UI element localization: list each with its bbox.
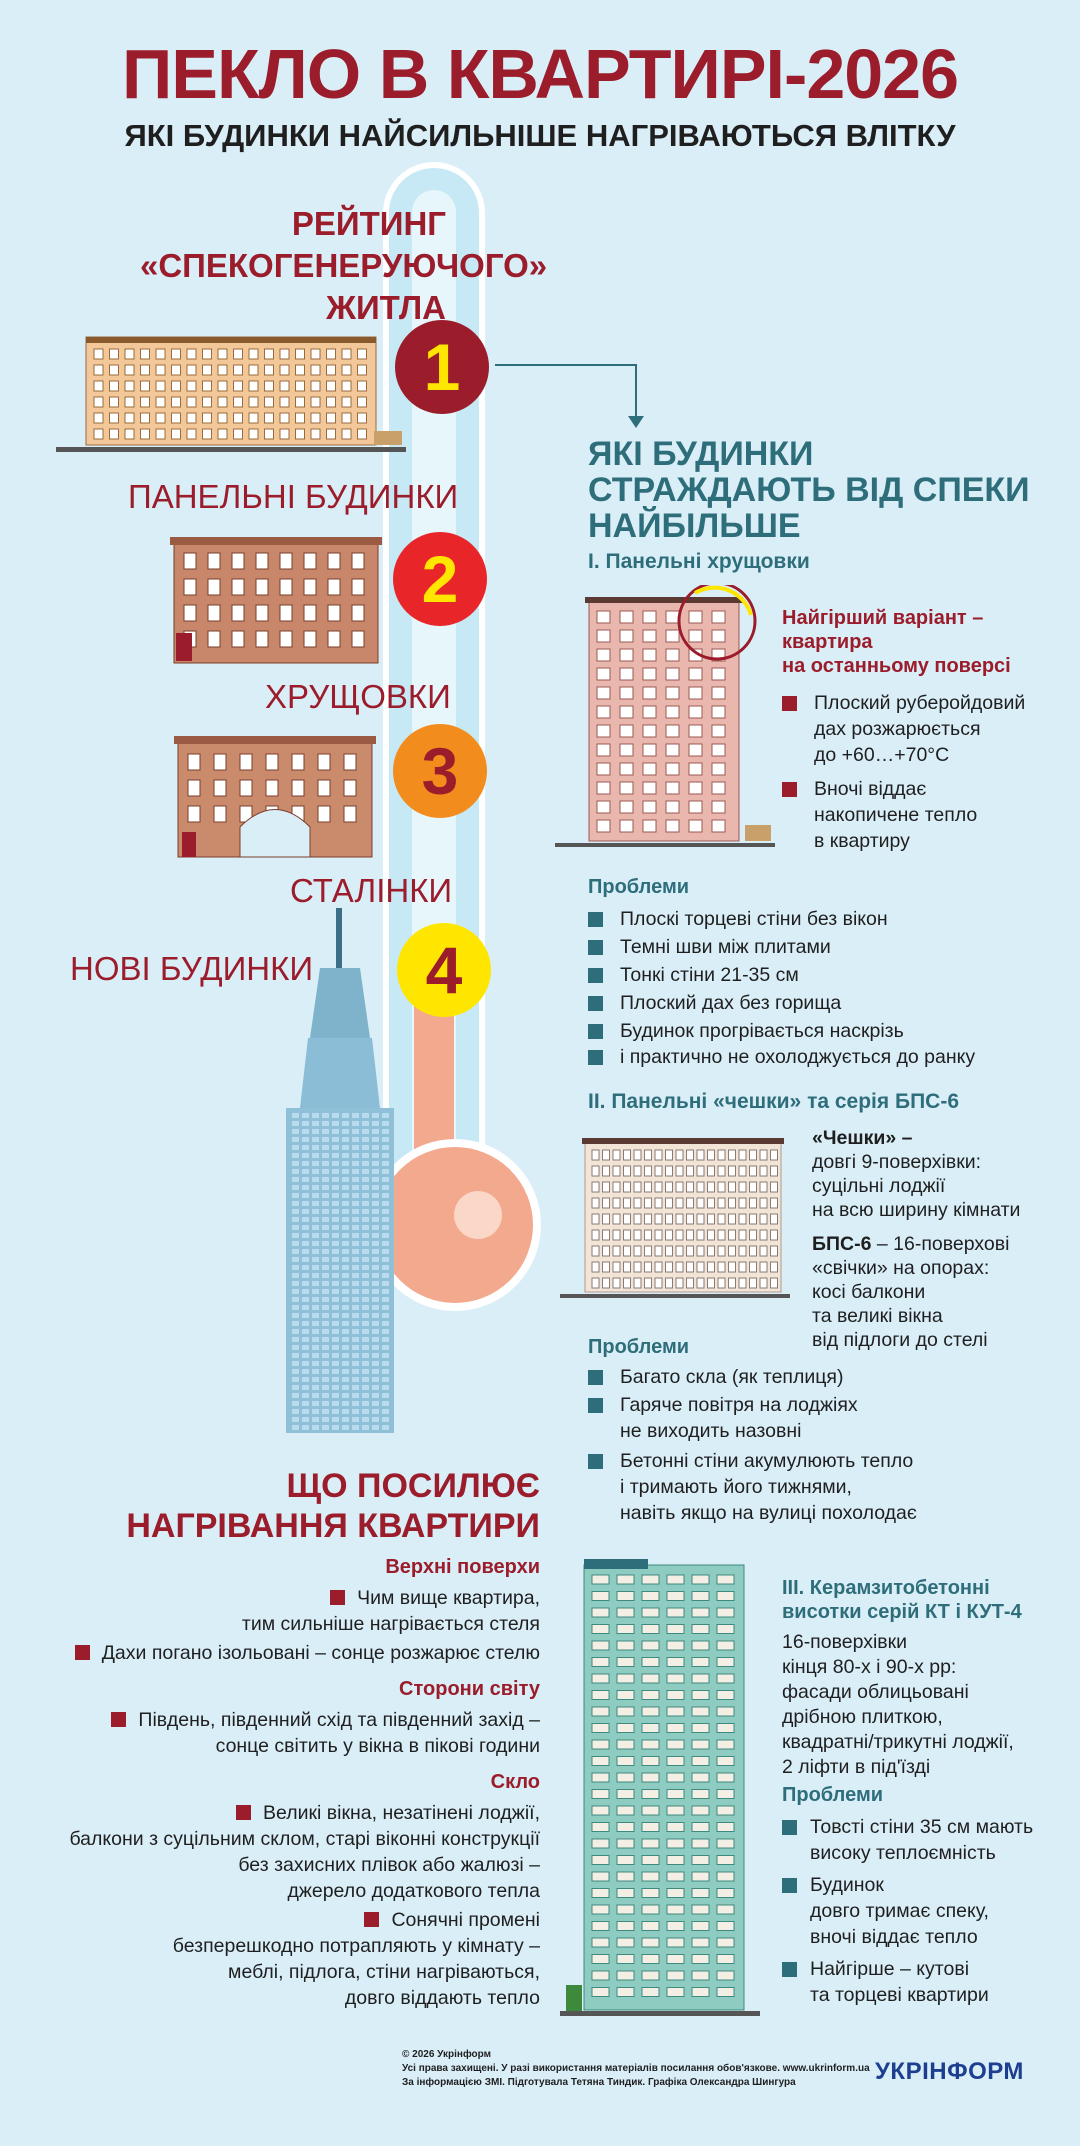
heating-heading: ЩО ПОСИЛЮЄ НАГРІВАННЯ КВАРТИРИ: [126, 1467, 540, 1545]
panel-building-illustration: [56, 336, 406, 452]
skyscraper-illustration: [286, 908, 394, 1433]
kt-highrise-illustration: [560, 1559, 760, 2016]
list-item: Тонкі стіни 21-35 см: [588, 962, 1058, 988]
section-1-problems-title: Проблеми: [588, 876, 690, 898]
rank-label-4: НОВІ БУДИНКИ: [70, 950, 314, 987]
section-2-title: II. Панельні «чешки» та серія БПС-6: [588, 1090, 959, 1113]
list-item: Темні шви між плитами: [588, 934, 1058, 960]
rank-badge-2: 2: [393, 532, 487, 626]
list-item: Плоский дах без горища: [588, 990, 1058, 1016]
section-1-facts: Плоский руберойдовий дах розжарюється до…: [782, 690, 1025, 854]
page-title: ПЕКЛО В КВАРТИРІ-2026: [121, 35, 959, 113]
rank-label-1: ПАНЕЛЬНІ БУДИНКИ: [128, 478, 459, 515]
rank-label-2: ХРУЩОВКИ: [265, 678, 451, 715]
rank-badge-1: 1: [395, 320, 489, 414]
heating-factors: Верхні поверхи Чим вище квартира, тим си…: [69, 1556, 540, 2009]
khrushchovka-building-illustration: [170, 537, 382, 664]
rank-badge-3: 3: [393, 724, 487, 818]
panel-khrushchovka-illustration: [555, 585, 775, 847]
stalinka-building-illustration: [174, 736, 376, 858]
section-3-description: 16-поверхівки кінця 80-х і 90-х рр: фаса…: [782, 1631, 1014, 1778]
section-2-problems: Багато скла (як теплиця) Гаряче повітря …: [588, 1364, 1058, 1526]
list-item: Будинок прогрівається наскрізь: [588, 1018, 1058, 1044]
cheshka-building-illustration: [560, 1138, 790, 1298]
page-subtitle: ЯКІ БУДИНКИ НАЙСИЛЬНІШЕ НАГРІВАЮТЬСЯ ВЛІ…: [124, 118, 956, 153]
rating-heading: РЕЙТИНГ «СПЕКОГЕНЕРУЮЧОГО» ЖИТЛА: [140, 205, 548, 326]
worst-case-note: Найгірший варіант – квартира на останньо…: [782, 607, 1011, 677]
section-1-problems: Плоскі торцеві стіни без вікон Темні шви…: [588, 906, 1058, 1072]
ukrinform-logo: УКРІНФОРМ: [875, 2058, 1024, 2085]
section-2-description: «Чешки» – довгі 9-поверхівки: суцільні л…: [812, 1127, 1021, 1351]
rank-badge-4: 4: [397, 923, 491, 1017]
section-3-title: III. Керамзитобетонні висотки серій КТ і…: [782, 1577, 1022, 1623]
footer-credits: © 2026 Укрінформ Усі права захищені. У р…: [402, 2049, 870, 2088]
rank-label-3: СТАЛІНКИ: [290, 872, 453, 909]
section-3-problems: Товсті стіни 35 см мають високу теплоємн…: [782, 1814, 1072, 2008]
list-item: Плоскі торцеві стіни без вікон: [588, 906, 1058, 932]
section-2-problems-title: Проблеми: [588, 1336, 690, 1358]
section-3-problems-title: Проблеми: [782, 1784, 884, 1806]
list-item-continuation: і практично не охолоджується до ранку: [588, 1044, 1058, 1070]
section-1-title: I. Панельні хрущовки: [588, 550, 810, 573]
suffer-heading: ЯКІ БУДИНКИ СТРАЖДАЮТЬ ВІД СПЕКИ НАЙБІЛЬ…: [588, 435, 1030, 545]
